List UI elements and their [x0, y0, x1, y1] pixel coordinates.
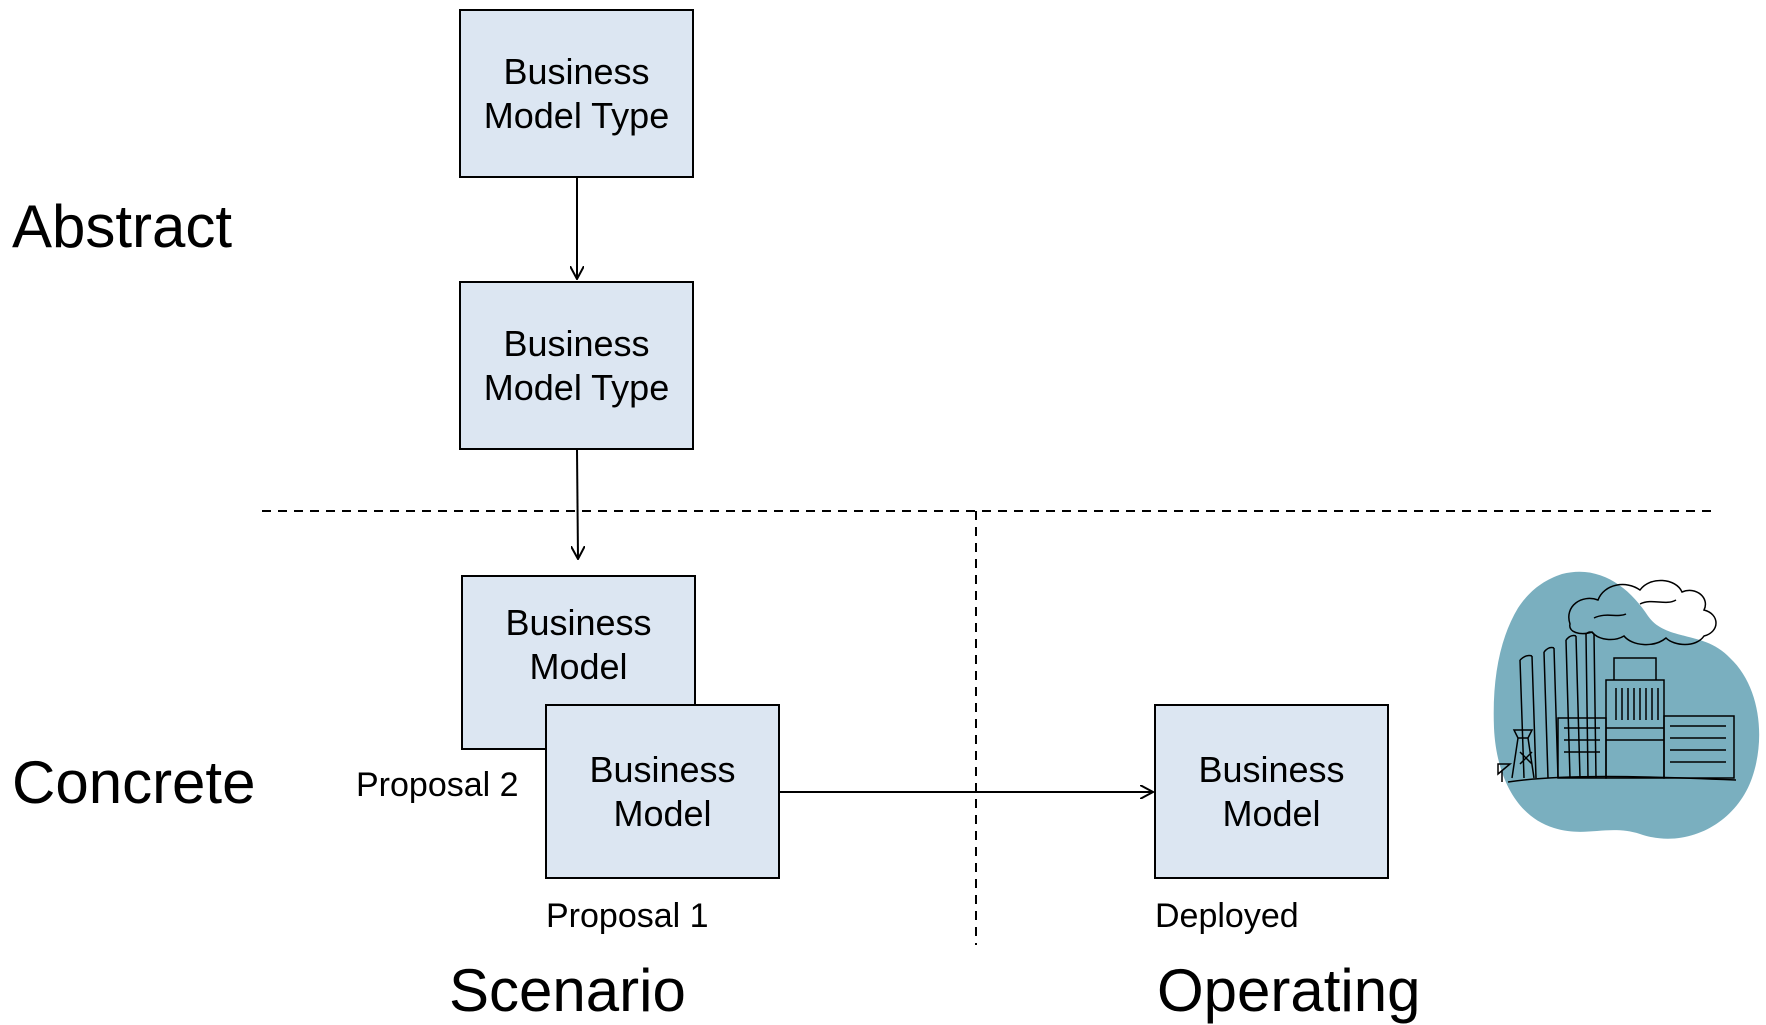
column-label-operating: Operating: [1157, 957, 1421, 1024]
arrow-type-to-model: [577, 449, 578, 558]
box-line-2: Model: [1222, 792, 1321, 834]
business-model-type-box-middle[interactable]: Business Model Type: [459, 281, 694, 450]
box-line-2: Model Type: [483, 94, 670, 136]
box-line-1: Business: [503, 50, 650, 92]
business-model-box-proposal-1[interactable]: Business Model: [545, 704, 780, 879]
factory-icon: [1493, 571, 1760, 839]
box-line-2: Model: [613, 792, 712, 834]
column-label-scenario: Scenario: [449, 957, 686, 1024]
caption-proposal-2: Proposal 2: [356, 766, 519, 804]
box-line-1: Business: [589, 748, 736, 790]
factory-background-blob: [1493, 571, 1760, 839]
caption-deployed: Deployed: [1155, 897, 1299, 935]
box-line-1: Business: [503, 322, 650, 364]
box-line-2: Model: [529, 645, 628, 687]
box-line-1: Business: [505, 601, 652, 643]
caption-proposal-1: Proposal 1: [546, 897, 709, 935]
box-line-1: Business: [1198, 748, 1345, 790]
box-line-2: Model Type: [483, 366, 670, 408]
level-label-concrete: Concrete: [12, 749, 256, 816]
business-model-type-box-top[interactable]: Business Model Type: [459, 9, 694, 178]
business-model-box-deployed[interactable]: Business Model: [1154, 704, 1389, 879]
level-label-abstract: Abstract: [12, 193, 233, 260]
